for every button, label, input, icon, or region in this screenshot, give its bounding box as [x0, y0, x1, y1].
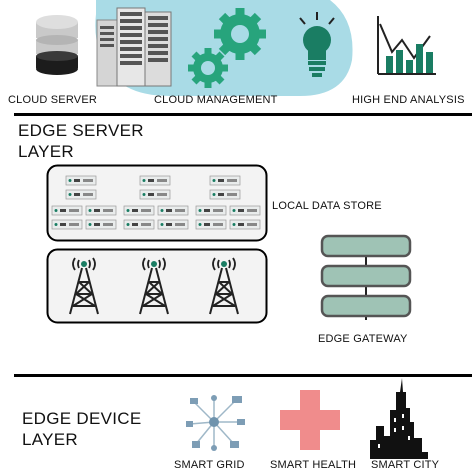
radio-towers-panel	[46, 248, 268, 324]
server-unit-icon	[139, 189, 171, 200]
server-unit-icon	[51, 205, 83, 216]
server-unit-icon	[65, 189, 97, 200]
server-unit-icon	[209, 189, 241, 200]
edge-gateway-icon	[320, 234, 412, 320]
analytics-chart-icon	[377, 16, 436, 75]
cloud-management-label: CLOUD MANAGEMENT	[154, 94, 278, 106]
smart-grid-label: SMART GRID	[174, 459, 245, 471]
server-unit-icon	[157, 205, 189, 216]
server-unit-icon	[209, 175, 241, 186]
server-unit-icon	[157, 219, 189, 230]
edge-device-layer-title: EDGE DEVICE LAYER	[22, 408, 142, 450]
server-unit-icon	[51, 219, 83, 230]
server-unit-icon	[195, 205, 227, 216]
edge-server-title-line2: LAYER	[18, 142, 74, 161]
server-unit-icon	[195, 219, 227, 230]
server-unit-icon	[139, 175, 171, 186]
server-rack-icon	[96, 7, 172, 87]
lightbulb-icon	[299, 12, 335, 77]
database-icon	[36, 15, 78, 75]
edge-server-title-line1: EDGE SERVER	[18, 121, 144, 140]
server-unit-icon	[65, 175, 97, 186]
smart-health-label: SMART HEALTH	[270, 459, 357, 471]
smart-city-label: SMART CITY	[370, 459, 441, 471]
medical-cross-icon	[280, 390, 340, 450]
server-unit-icon	[85, 205, 117, 216]
gears-icon	[188, 8, 266, 88]
edge-device-title-line2: LAYER	[22, 430, 78, 449]
server-unit-icon	[123, 205, 155, 216]
server-unit-icon	[229, 205, 261, 216]
server-unit-icon	[123, 219, 155, 230]
local-data-store-panel	[46, 164, 268, 242]
layer-divider-top	[14, 113, 472, 116]
smart-grid-icon	[186, 395, 245, 451]
server-unit-icon	[85, 219, 117, 230]
edge-server-layer-title: EDGE SERVER LAYER	[18, 120, 144, 162]
layer-divider-bottom	[14, 374, 472, 377]
cloud-server-label: CLOUD SERVER	[8, 94, 97, 106]
local-data-store-label: LOCAL DATA STORE	[272, 200, 382, 212]
radio-tower-icon	[209, 257, 239, 315]
radio-tower-icon	[139, 257, 169, 315]
server-unit-icon	[229, 219, 261, 230]
edge-device-title-line1: EDGE DEVICE	[22, 409, 142, 428]
edge-gateway-label: EDGE GATEWAY	[318, 333, 408, 345]
high-end-analysis-label: HIGH END ANALYSIS	[352, 94, 465, 106]
city-skyline-icon	[370, 378, 428, 468]
radio-tower-icon	[69, 257, 99, 315]
